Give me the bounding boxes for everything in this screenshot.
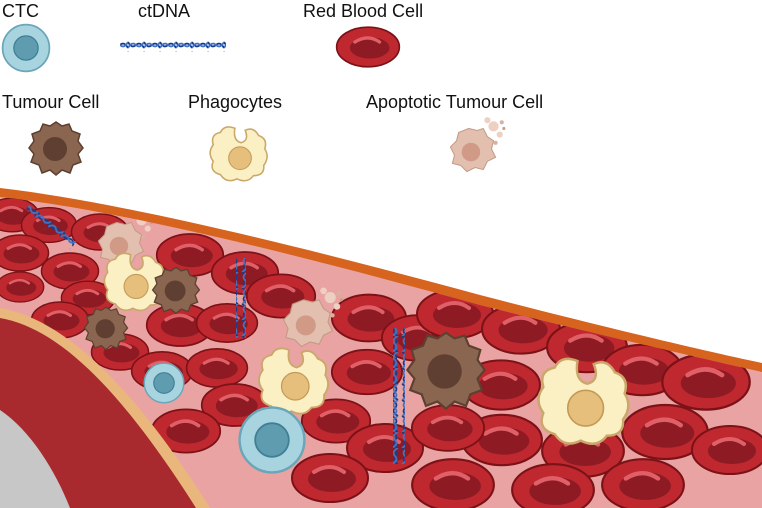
apoptotic-tumour-cell-legend-icon — [449, 116, 506, 173]
legend-label-phagocytes: Phagocytes — [188, 92, 283, 112]
legend-label-apoptotic-tumour-cell: Apoptotic Tumour Cell — [366, 92, 544, 112]
ctdna-legend-icon — [120, 40, 226, 52]
legend-label-red-blood-cell: Red Blood Cell — [303, 1, 424, 21]
ctdna-strand — [236, 258, 246, 338]
red-blood-cell-legend-icon — [335, 25, 401, 69]
ctc-legend-icon — [1, 23, 51, 73]
ctdna-strand — [23, 204, 77, 250]
tumour-cell-legend-icon — [28, 121, 84, 176]
legend-label-ctdna: ctDNA — [138, 1, 191, 21]
phagocyte-legend-icon — [209, 126, 268, 182]
legend-label-tumour-cell: Tumour Cell — [2, 92, 100, 112]
ctc — [238, 406, 306, 474]
ctc — [143, 362, 185, 404]
vessel-contents — [0, 197, 762, 508]
ctdna-strand — [393, 328, 405, 464]
legend-label-ctc: CTC — [2, 1, 39, 21]
